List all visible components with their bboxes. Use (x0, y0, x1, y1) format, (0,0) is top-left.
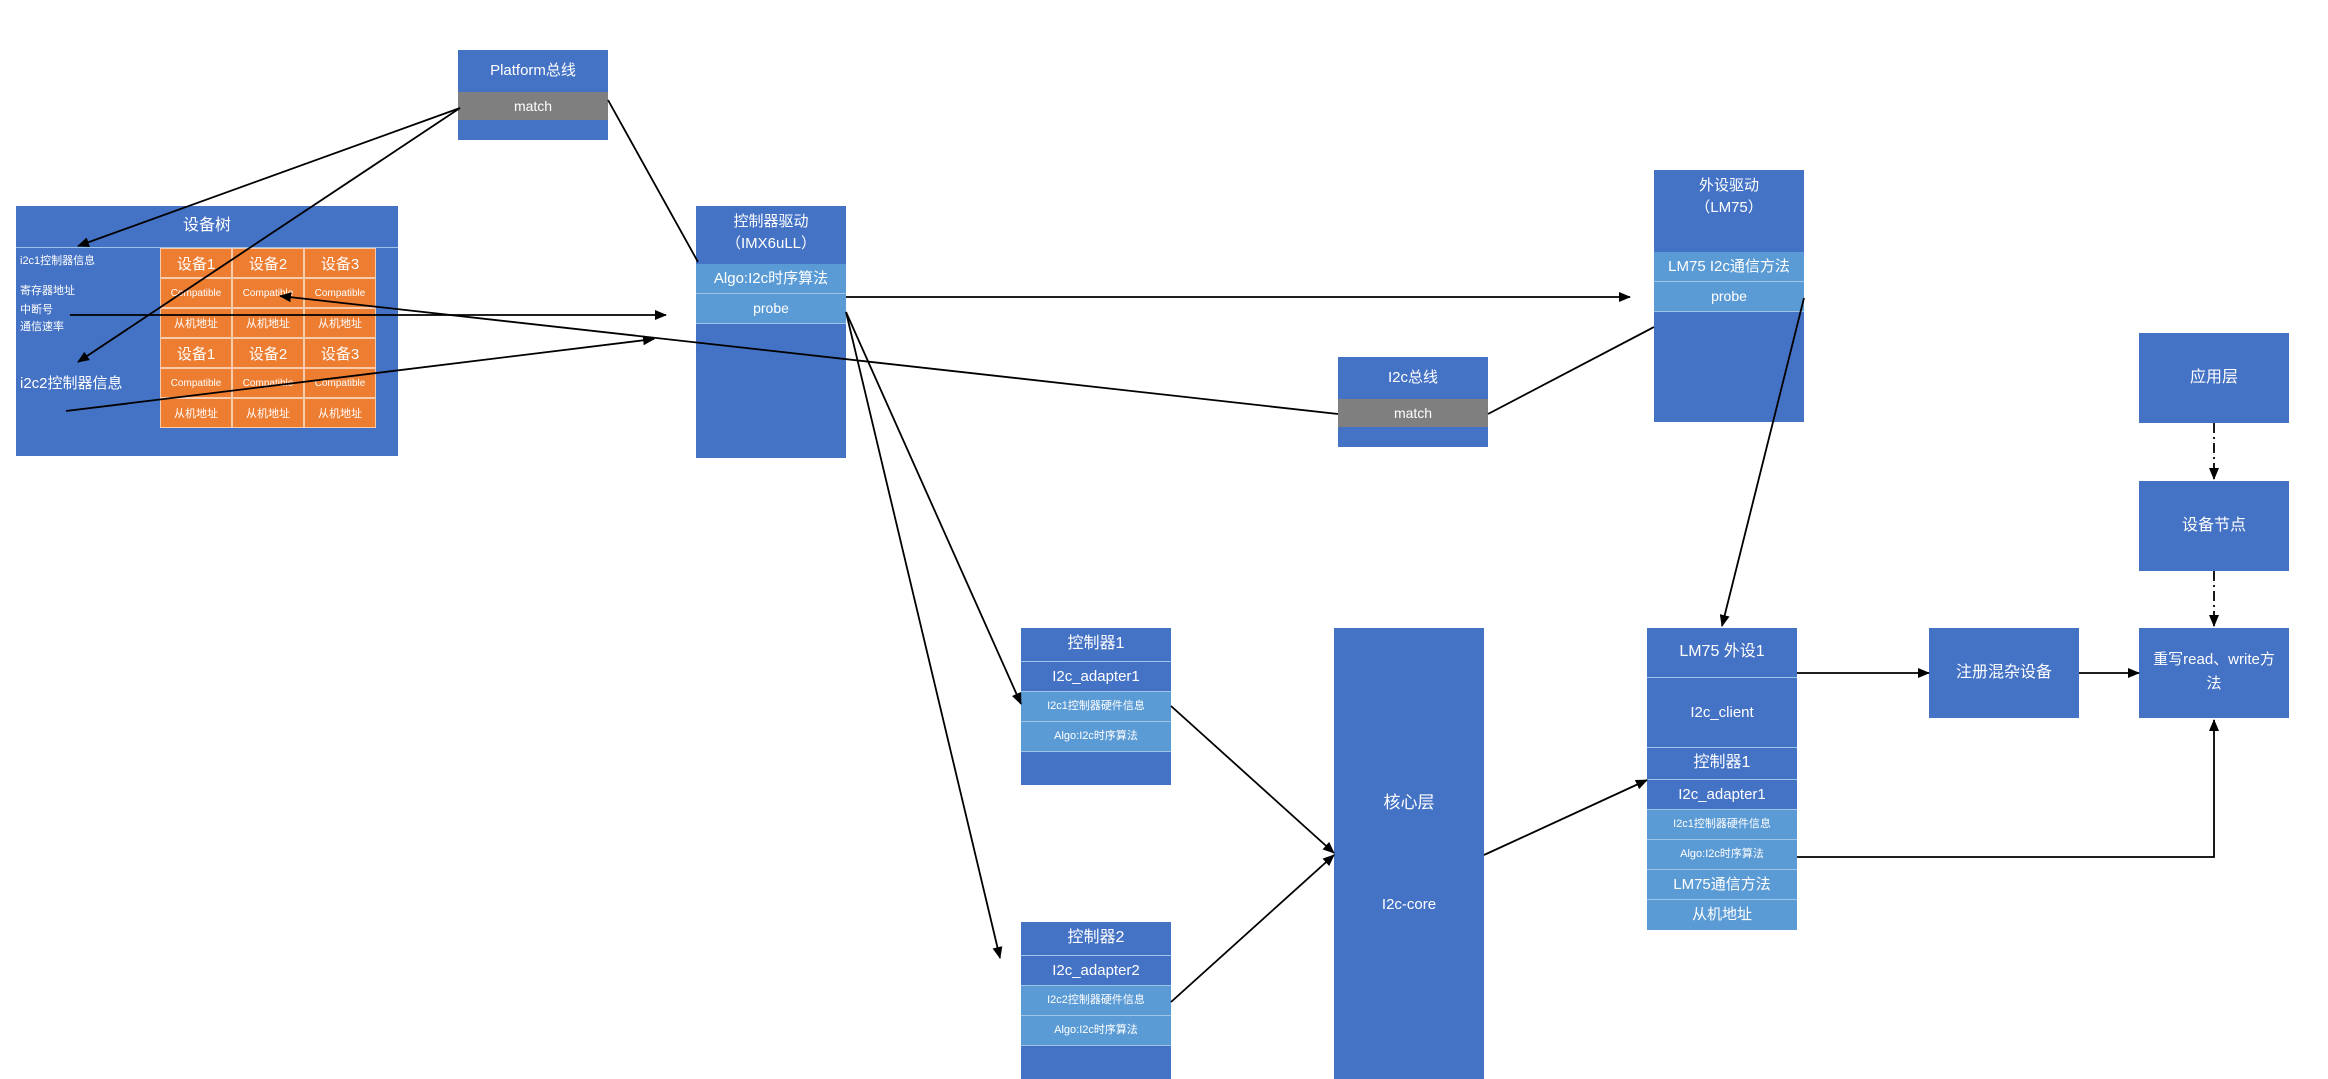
controller1-title: 控制器1 (1021, 628, 1171, 662)
comm-rate-label: 通信速率 (20, 321, 64, 333)
i2c-bus-block: I2c总线 match (1338, 357, 1488, 447)
controller1-block: 控制器1 I2c_adapter1 I2c1控制器硬件信息 Algo:I2c时序… (1021, 628, 1171, 785)
lm75-device-algo: Algo:I2c时序算法 (1647, 840, 1797, 870)
lm75-device-hw-info: I2c1控制器硬件信息 (1647, 810, 1797, 840)
controller-driver-title-line2: （IMX6uLL） (725, 235, 817, 253)
device-node-label: 设备节点 (2181, 516, 2246, 534)
i2c2-compatible-1: Compatible (160, 368, 232, 398)
controller-driver-block: 控制器驱动 （IMX6uLL） Algo:I2c时序算法 probe (696, 206, 846, 458)
rw-method-line2: 法 (2206, 675, 2222, 693)
peripheral-driver-title-line1: 外设驱动 (1698, 177, 1759, 195)
rw-method-line1: 重写read、write方 (2153, 651, 2275, 669)
i2c-bus-title: I2c总线 (1387, 369, 1438, 387)
controller1-adapter: I2c_adapter1 (1021, 662, 1171, 692)
device-tree-block: 设备树 i2c1控制器信息 寄存器地址 中断号 通信速率 i2c2控制器信息 设… (16, 206, 398, 456)
line-i2c-bus-to-peripheral-driver (1487, 326, 1655, 415)
peripheral-driver-probe: probe (1654, 282, 1804, 312)
platform-bus-match: match (458, 92, 608, 120)
device-node-block: 设备节点 (2139, 481, 2289, 571)
device-tree-title: 设备树 (16, 206, 398, 248)
i2c2-device-1: 设备1 (160, 338, 232, 368)
i2c2-slave-addr-1: 从机地址 (160, 398, 232, 428)
controller2-block: 控制器2 I2c_adapter2 I2c2控制器硬件信息 Algo:I2c时序… (1021, 922, 1171, 1079)
i2c1-compatible-3: Compatible (304, 278, 376, 308)
i2c2-device-3: 设备3 (304, 338, 376, 368)
controller2-adapter: I2c_adapter2 (1021, 956, 1171, 986)
app-layer-label: 应用层 (2189, 368, 2238, 386)
i2c2-controller-info-label: i2c2控制器信息 (20, 375, 123, 392)
arrow-controller2-to-core (1170, 854, 1335, 1003)
controller1-hw-info: I2c1控制器硬件信息 (1021, 692, 1171, 722)
i2c1-controller-info-label: i2c1控制器信息 (20, 255, 96, 267)
i2c1-slave-addr-1: 从机地址 (160, 308, 232, 338)
peripheral-driver-comm: LM75 I2c通信方法 (1654, 252, 1804, 282)
platform-bus-title: Platform总线 (490, 62, 576, 80)
i2c1-compatible-1: Compatible (160, 278, 232, 308)
register-address-label: 寄存器地址 (20, 285, 75, 297)
line-platform-to-controller-driver (607, 99, 699, 263)
lm75-device-block: LM75 外设1 I2c_client 控制器1 I2c_adapter1 I2… (1647, 628, 1797, 930)
i2c2-slave-addr-2: 从机地址 (232, 398, 304, 428)
i2c1-device-3: 设备3 (304, 248, 376, 278)
misc-device-label: 注册混杂设备 (1955, 663, 2052, 681)
controller2-hw-info: I2c2控制器硬件信息 (1021, 986, 1171, 1016)
controller2-algo: Algo:I2c时序算法 (1021, 1016, 1171, 1046)
lm75-device-client: I2c_client (1647, 678, 1797, 748)
core-layer-title: 核心层 (1383, 793, 1435, 813)
misc-device-block: 注册混杂设备 (1929, 628, 2079, 718)
i2c2-compatible-3: Compatible (304, 368, 376, 398)
i2c1-device-1: 设备1 (160, 248, 232, 278)
i2c1-slave-addr-2: 从机地址 (232, 308, 304, 338)
arrow-core-to-lm75 (1483, 779, 1648, 856)
arrow-probe-to-controller1 (845, 311, 1022, 705)
lm75-device-controller: 控制器1 (1647, 748, 1797, 780)
lm75-device-title: LM75 外设1 (1647, 628, 1797, 678)
peripheral-driver-title-line2: （LM75） (1695, 199, 1763, 217)
controller-driver-probe: probe (696, 294, 846, 324)
interrupt-number-label: 中断号 (20, 304, 53, 316)
i2c2-slave-addr-3: 从机地址 (304, 398, 376, 428)
lm75-device-adapter: I2c_adapter1 (1647, 780, 1797, 810)
controller-driver-algo: Algo:I2c时序算法 (696, 264, 846, 294)
i2c2-compatible-2: Compatible (232, 368, 304, 398)
platform-bus-block: Platform总线 match (458, 50, 608, 140)
i2c1-compatible-2: Compatible (232, 278, 304, 308)
lm75-device-slave-addr: 从机地址 (1647, 900, 1797, 930)
core-layer-block: 核心层 I2c-core (1334, 628, 1484, 1079)
i2c-bus-match: match (1338, 399, 1488, 427)
peripheral-driver-block: 外设驱动 （LM75） LM75 I2c通信方法 probe (1654, 170, 1804, 422)
arrow-lm75-algo-to-rw-method (1797, 719, 2219, 858)
core-layer-subtitle: I2c-core (1381, 896, 1437, 914)
controller2-title: 控制器2 (1021, 922, 1171, 956)
rw-method-block: 重写read、write方 法 (2139, 628, 2289, 718)
i2c1-slave-addr-3: 从机地址 (304, 308, 376, 338)
controller-driver-title-line1: 控制器驱动 (733, 213, 809, 231)
arrow-controller1-to-core (1170, 705, 1335, 854)
app-layer-block: 应用层 (2139, 333, 2289, 423)
controller1-algo: Algo:I2c时序算法 (1021, 722, 1171, 752)
i2c1-device-2: 设备2 (232, 248, 304, 278)
arrow-probe-to-controller2 (845, 311, 1003, 959)
i2c2-device-2: 设备2 (232, 338, 304, 368)
lm75-device-comm: LM75通信方法 (1647, 870, 1797, 900)
